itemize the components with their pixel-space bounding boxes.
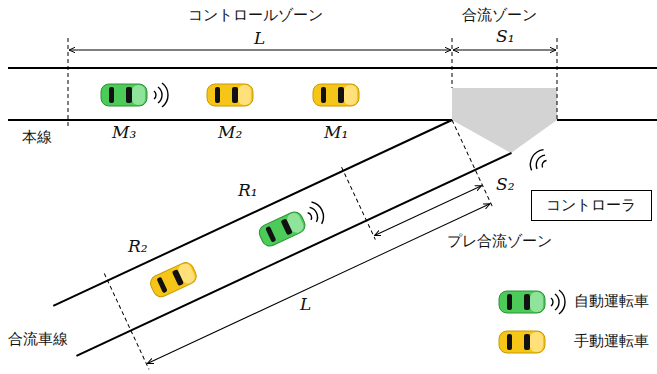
- vehicle-label: M₃: [112, 122, 136, 142]
- legend-text: 自動運転車: [574, 292, 649, 310]
- vehicle-label: M₂: [218, 122, 242, 142]
- dimension: S₁: [496, 26, 514, 46]
- vehicle-label: M₁: [324, 122, 348, 142]
- dimension: S₂: [496, 174, 514, 194]
- zone-name: プレ合流ゾーン: [447, 232, 552, 250]
- road-name: 本線: [22, 128, 52, 146]
- zone-name: コントロールゾーン: [188, 6, 323, 24]
- vehicle-label: R₂: [128, 236, 148, 256]
- dimension: L: [300, 294, 311, 314]
- legend-text: 手動運転車: [574, 332, 649, 350]
- zone-name: 合流ゾーン: [462, 6, 537, 24]
- vehicle-label: R₁: [238, 180, 258, 200]
- dimension: L: [254, 28, 265, 48]
- box-text: コントローラ: [546, 196, 637, 214]
- road-name: 合流車線: [8, 330, 68, 348]
- controller-box: コントローラ: [531, 190, 652, 221]
